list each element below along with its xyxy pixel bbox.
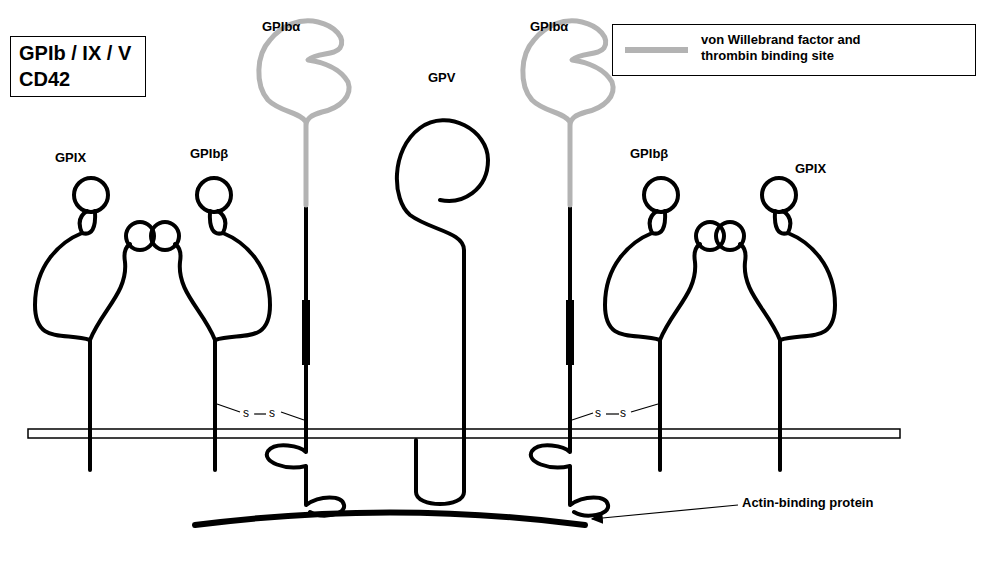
gpib-beta-subunit	[605, 178, 724, 470]
gpv-chain	[397, 120, 488, 504]
part-label: Actin-binding protein	[742, 495, 873, 511]
sulfur-label: s	[620, 406, 626, 421]
sulfur-label: s	[269, 406, 275, 421]
disulfide-line	[606, 413, 619, 414]
part-label: GPIX	[795, 161, 826, 177]
disulfide-line	[254, 413, 266, 414]
legend-sample-line	[625, 47, 688, 53]
gpib-beta-subunit	[151, 178, 270, 470]
sulfur-label: s	[243, 406, 249, 421]
part-label: GPV	[428, 70, 455, 86]
actin-binding-protein	[195, 513, 585, 526]
disulfide-line	[281, 412, 304, 420]
part-label: GPIbα	[262, 19, 300, 35]
disulfide-line	[217, 404, 240, 412]
legend-text: von Willebrand factor and thrombin bindi…	[701, 32, 901, 64]
disulfide-line	[631, 404, 658, 412]
diagram-title: GPIb / IX / V CD42	[10, 36, 146, 97]
binding-site-domain	[523, 21, 613, 205]
part-label: GPIX	[55, 150, 86, 166]
gpix-subunit	[716, 178, 835, 470]
sulfur-label: s	[595, 406, 601, 421]
leader-arrow	[592, 505, 738, 519]
gpib-alpha-chain	[531, 205, 608, 516]
part-label: GPIbα	[530, 19, 568, 35]
gpib-alpha-chain	[267, 205, 344, 516]
legend-box: von Willebrand factor and thrombin bindi…	[612, 24, 976, 76]
part-label: GPIbβ	[190, 146, 228, 162]
part-label: GPIbβ	[630, 146, 668, 162]
disulfide-line	[572, 413, 593, 420]
binding-site-domain	[259, 21, 349, 205]
gpix-subunit	[35, 178, 154, 470]
